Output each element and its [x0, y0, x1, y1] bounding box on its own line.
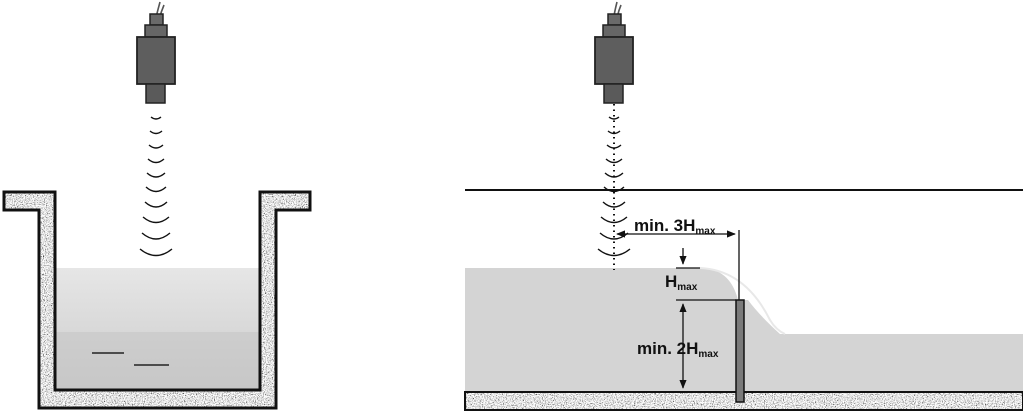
sound-wave-icon [139, 116, 173, 257]
ultrasonic-sensor-icon [594, 1, 634, 104]
label-min-2hmax: min. 2Hmax [637, 339, 719, 360]
tank-scene [2, 1, 312, 410]
label-min-3hmax: min. 3Hmax [634, 216, 716, 237]
tank-wall [2, 190, 312, 410]
weir-scene [464, 1, 1023, 411]
label-hmax: Hmax [665, 272, 698, 293]
overflow-nappe [699, 267, 786, 335]
tank-liquid-lower-band [55, 332, 260, 390]
ultrasonic-sensor-icon [136, 1, 176, 104]
weir-plate [735, 299, 745, 403]
